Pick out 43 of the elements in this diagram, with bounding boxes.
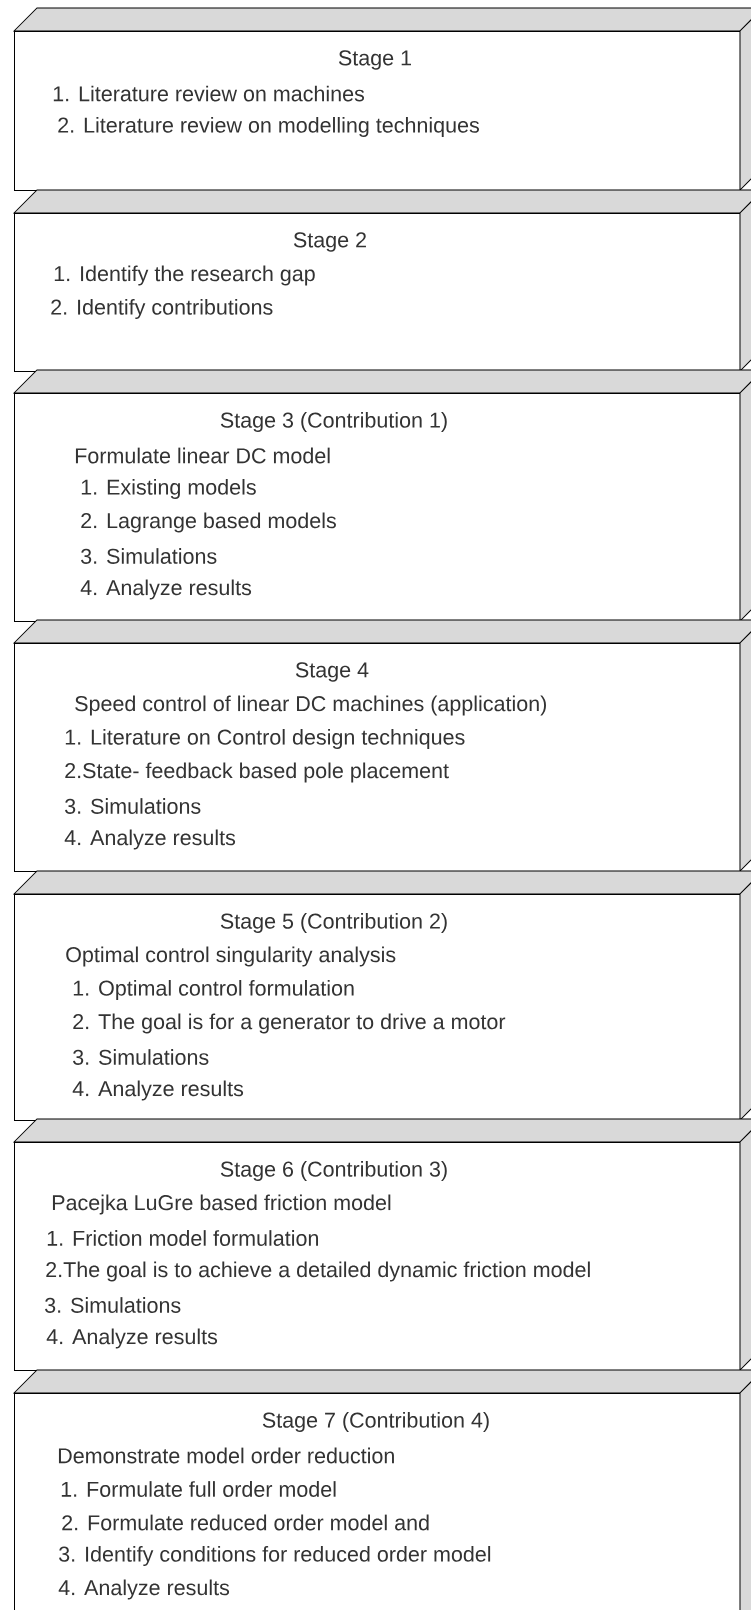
list-item: 3. Simulations: [65, 798, 201, 814]
list-item: 4. Analyze results: [80, 579, 252, 600]
list-item: 2. Formulate reduced order model and: [62, 1514, 429, 1531]
stage-heading: Stage 3 (Contribution 1): [220, 412, 447, 433]
list-item: 3. Simulations: [45, 1297, 181, 1313]
list-item: 2.The goal is to achieve a detailed dynamic friction model: [46, 1261, 590, 1282]
stage-heading: Stage 4: [295, 662, 369, 682]
stage-subtitle: Formulate linear DC model: [75, 447, 330, 464]
stage-box: [13, 7, 751, 191]
list-item: 4. Analyze results: [72, 1080, 244, 1101]
stage-box: [13, 1369, 751, 1610]
stage-heading: Stage 7 (Contribution 4): [262, 1412, 489, 1433]
stage-heading: Stage 2: [293, 232, 366, 252]
list-item: 1. Identify the research gap: [54, 265, 315, 286]
stage-heading: Stage 5 (Contribution 2): [220, 913, 447, 934]
list-item: 1. Literature on Control design techniques: [65, 729, 465, 750]
stage-subtitle: Pacejka LuGre based friction model: [52, 1194, 391, 1215]
list-item: 4. Analyze results: [58, 1579, 230, 1600]
list-item: 4. Analyze results: [46, 1328, 218, 1349]
stage-heading: Stage 6 (Contribution 3): [220, 1161, 447, 1182]
list-item: 2. Literature review on modelling techniques: [58, 117, 479, 138]
list-item: 1. Formulate full order model: [61, 1481, 336, 1497]
stage-subtitle: Demonstrate model order reduction: [58, 1447, 394, 1464]
stage-box: [13, 189, 751, 372]
stage-subtitle: Speed control of linear DC machines (application): [75, 695, 546, 716]
stage-heading: Stage 1: [338, 50, 411, 70]
list-item: 2. Lagrange based models: [81, 512, 336, 533]
list-item: 1. Existing models: [81, 479, 256, 500]
stage-box: [13, 870, 751, 1121]
stage-box: [13, 369, 751, 622]
list-item: 2. The goal is for a generator to drive a motor: [73, 1013, 506, 1034]
list-item: 1. Optimal control formulation: [73, 980, 354, 1001]
list-item: 3. Identify conditions for reduced order model: [59, 1546, 491, 1567]
stage-subtitle: Optimal control singularity analysis: [66, 946, 396, 967]
stage-box: [13, 619, 751, 872]
list-item: 4. Analyze results: [64, 829, 236, 850]
list-item: 3. Simulations: [73, 1049, 209, 1065]
list-item: 1. Friction model formulation: [47, 1230, 318, 1246]
list-item: 2. Identify contributions: [51, 299, 273, 320]
list-item: 3. Simulations: [81, 548, 217, 564]
list-item: 2.State- feedback based pole placement: [65, 762, 449, 783]
list-item: 1. Literature review on machines: [53, 85, 365, 102]
stage-box: [13, 1118, 751, 1371]
